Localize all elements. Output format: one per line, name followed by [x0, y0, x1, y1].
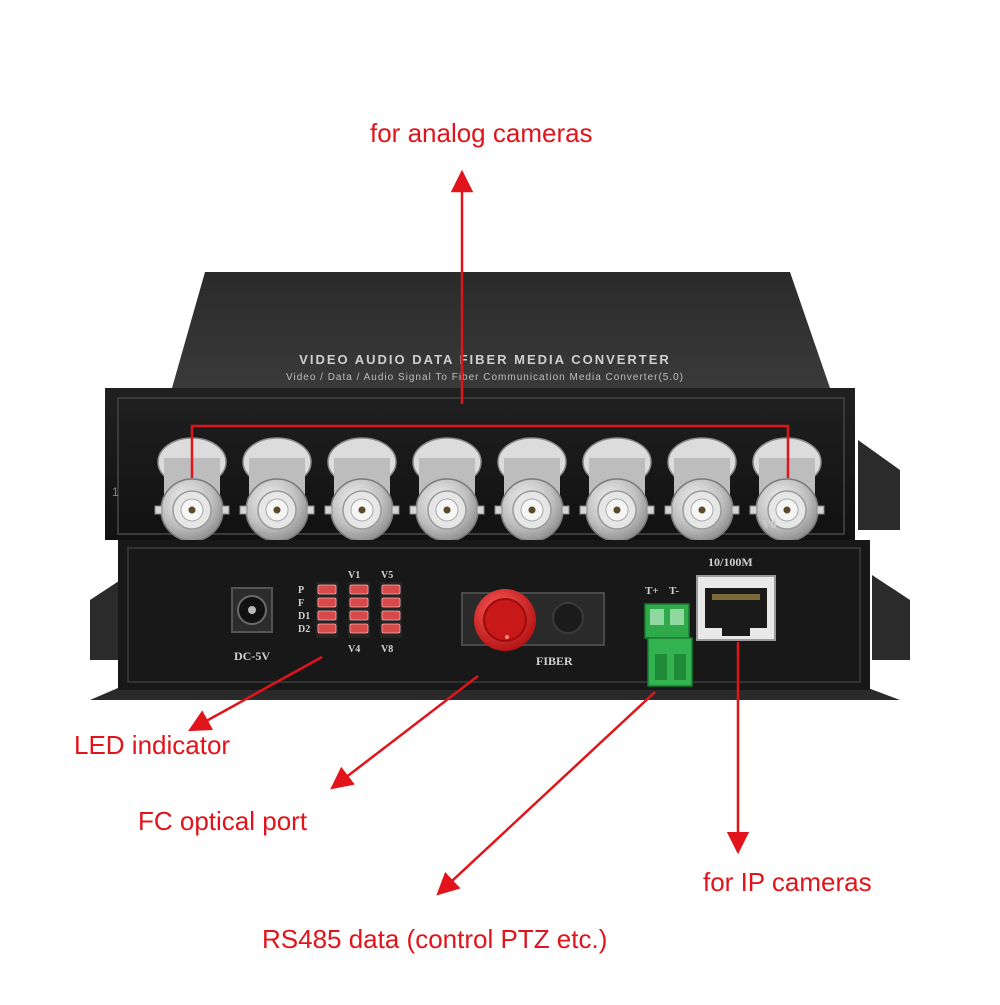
fc-port-arrow [330, 675, 479, 790]
led-indicator [381, 584, 401, 595]
bnc-connector-7[interactable] [664, 437, 740, 542]
led-indicator [317, 623, 337, 634]
device-top-title: VIDEO AUDIO DATA FIBER MEDIA CONVERTER [299, 352, 671, 367]
led-indicator [349, 597, 369, 608]
device-top-subtitle: Video / Data / Audio Signal To Fiber Com… [286, 372, 684, 383]
video-led-label-v1: V1 [348, 570, 360, 581]
led-indicator-panel [316, 582, 402, 638]
status-led-label-f: F [298, 598, 304, 609]
callout-rs485-data: RS485 data (control PTZ etc.) [262, 924, 608, 954]
callout-led-indicator: LED indicator [74, 730, 231, 760]
callout-ip-cameras: for IP cameras [703, 867, 872, 897]
annotation-arrows [188, 169, 790, 896]
led-indicator [349, 623, 369, 634]
led-indicator [381, 597, 401, 608]
bnc-connector-row [154, 437, 825, 542]
ethernet-speed-label: 10/100M [708, 555, 753, 569]
led-indicator [317, 610, 337, 621]
status-led-label-d2: D2 [298, 624, 310, 635]
dc-power-label: DC-5V [234, 649, 270, 663]
fiber-port-label: FIBER [536, 654, 573, 668]
video-led-label-v8: V8 [381, 644, 393, 655]
lower-unit-bottom-edge [90, 688, 900, 700]
upper-unit-top-panel [172, 272, 830, 388]
bnc-connector-6[interactable] [579, 437, 655, 542]
rs485-arrow [436, 691, 656, 896]
status-led-labels: P F D1 D2 [298, 585, 310, 635]
led-indicator-arrow [188, 655, 323, 732]
side-mark-label: 1 [112, 485, 119, 499]
rs485-terminal-block[interactable] [644, 603, 693, 687]
status-led-label-d1: D1 [298, 611, 310, 622]
video-led-label-v5: V5 [381, 570, 393, 581]
upper-unit-right-fin [858, 440, 900, 530]
status-led-label-p: P [298, 585, 304, 596]
led-indicator [381, 623, 401, 634]
video-led-column-1-4 [348, 582, 370, 638]
video-led-label-v4: V4 [348, 644, 360, 655]
status-led-column [316, 582, 338, 638]
bnc-connector-5[interactable] [494, 437, 570, 542]
fc-optical-port[interactable] [461, 589, 605, 651]
bnc-connector-2[interactable] [239, 437, 315, 542]
channel-last-label: V8 [762, 517, 777, 531]
callout-fc-optical-port: FC optical port [138, 806, 308, 836]
led-indicator [349, 584, 369, 595]
analog-cameras-bracket [190, 424, 790, 478]
terminal-label-t-minus: T- [669, 585, 679, 597]
ethernet-rj45-port[interactable] [696, 575, 776, 641]
led-indicator [349, 610, 369, 621]
led-indicator [317, 584, 337, 595]
bnc-connector-4[interactable] [409, 437, 485, 542]
dc-power-jack[interactable] [231, 587, 273, 633]
callout-analog-cameras: for analog cameras [370, 118, 593, 148]
led-indicator [381, 610, 401, 621]
bnc-connector-3[interactable] [324, 437, 400, 542]
terminal-label-t-plus: T+ [645, 585, 659, 597]
video-led-column-5-8 [380, 582, 402, 638]
lower-unit-right-fin [872, 575, 910, 660]
led-indicator [317, 597, 337, 608]
